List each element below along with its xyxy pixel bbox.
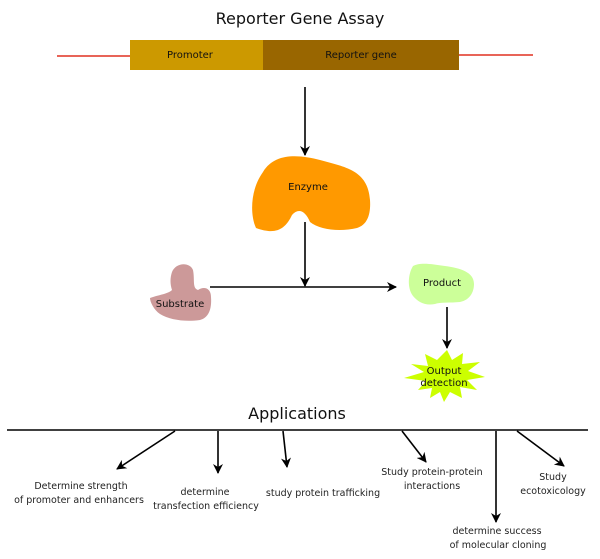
app-3-line1: study protein trafficking xyxy=(266,488,380,499)
promoter-block xyxy=(130,40,263,70)
product-label: Product xyxy=(423,278,461,289)
arrow-app-4 xyxy=(401,430,427,463)
arrow-app-3 xyxy=(281,430,291,468)
app-1-line1: Determine strength xyxy=(34,481,127,492)
app-6-line1: Study xyxy=(539,472,567,483)
app-4-line1: Study protein-protein xyxy=(381,467,482,478)
substrate-label: Substrate xyxy=(156,299,204,310)
product-shape xyxy=(408,263,474,305)
enzyme-shape xyxy=(252,156,371,232)
app-6-line2: ecotoxicology xyxy=(520,486,586,497)
substrate-shape xyxy=(150,264,212,321)
diagram-title: Reporter Gene Assay xyxy=(216,9,385,28)
app-5-line1: determine success xyxy=(452,526,541,537)
output-label-line2: detection xyxy=(420,378,467,389)
app-2-line2: transfection efficiency xyxy=(153,501,259,512)
promoter-label: Promoter xyxy=(167,50,214,61)
arrow-app-1 xyxy=(116,430,176,470)
output-detection-starburst xyxy=(404,350,485,402)
output-label-line1: Output xyxy=(427,366,462,377)
app-2-line1: determine xyxy=(181,487,230,498)
reporter-gene-block xyxy=(263,40,459,70)
enzyme-label: Enzyme xyxy=(288,182,328,193)
reporter-gene-label: Reporter gene xyxy=(325,50,397,61)
app-4-line2: interactions xyxy=(404,481,460,492)
arrow-app-6 xyxy=(516,430,565,467)
applications-heading: Applications xyxy=(248,404,346,423)
app-1-line2: of promoter and enhancers xyxy=(14,495,144,506)
app-5-line2: of molecular cloning xyxy=(450,540,547,551)
